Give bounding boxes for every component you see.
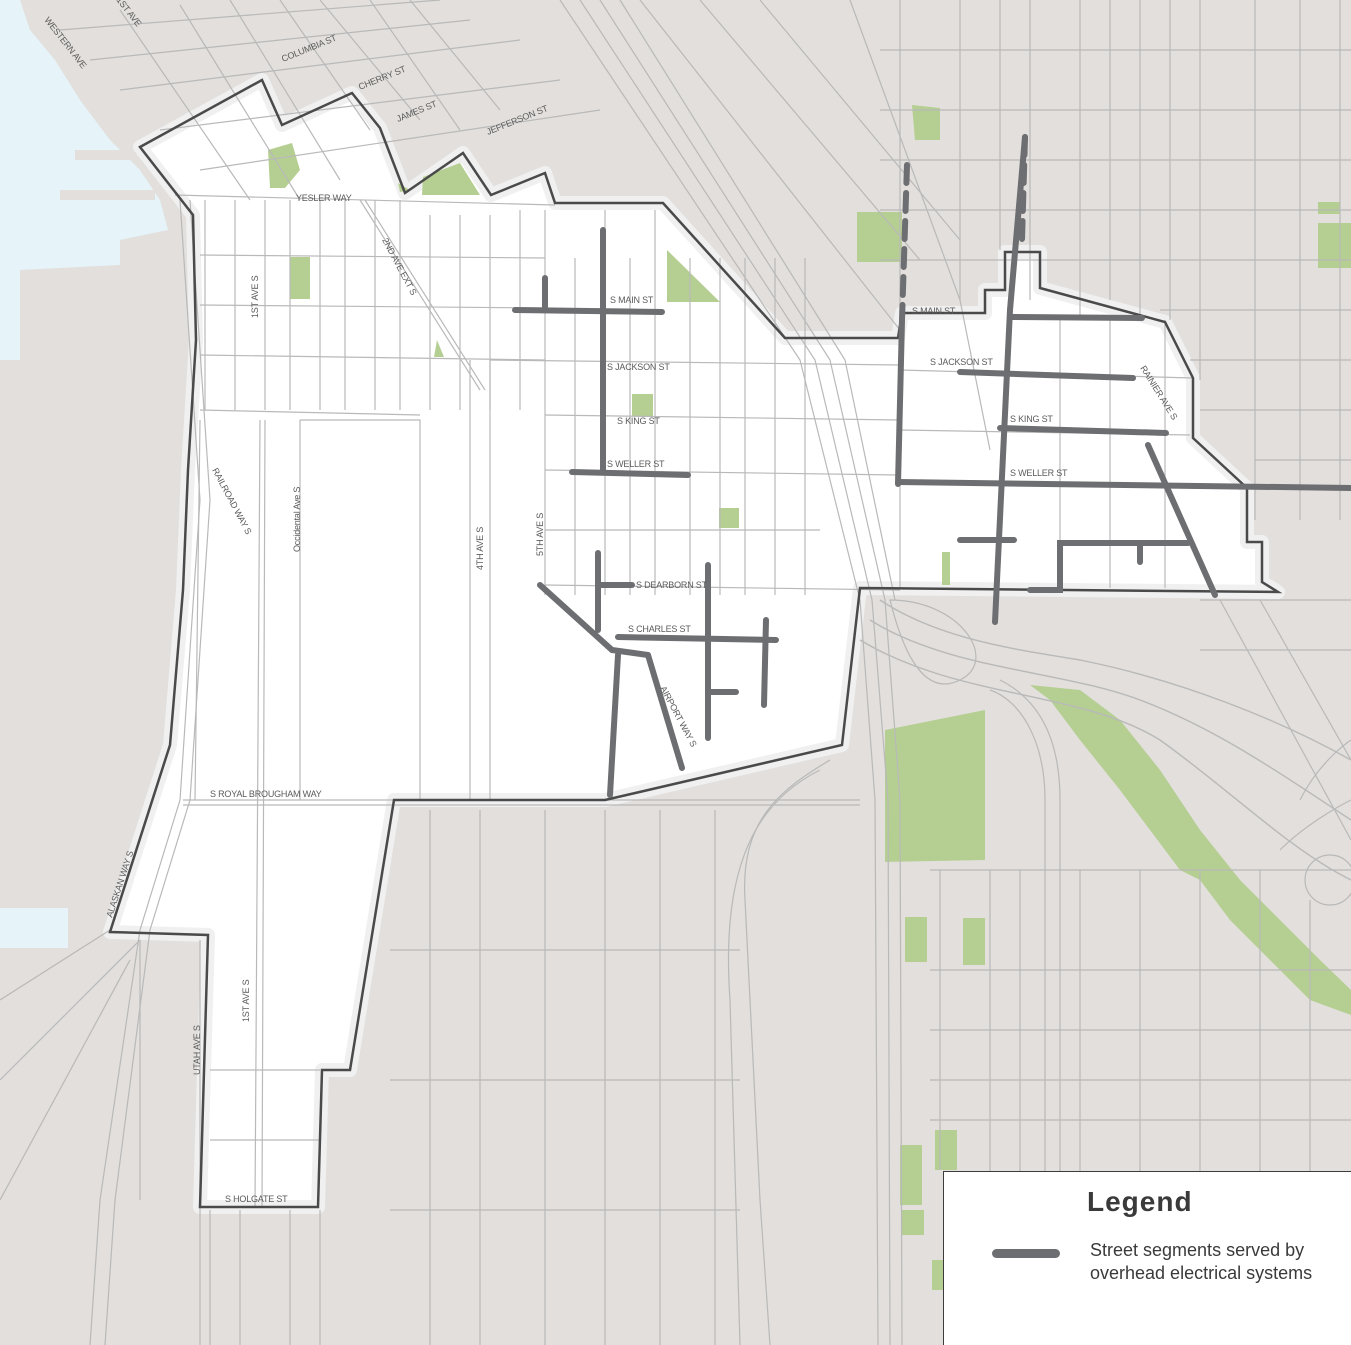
label-s-jackson-st-west: S JACKSON ST bbox=[607, 362, 670, 372]
segment-main-st-west bbox=[512, 307, 665, 315]
legend-title: Legend bbox=[1087, 1186, 1193, 1217]
district-boundary bbox=[108, 78, 1283, 1209]
segment-5th-ave-lower bbox=[607, 652, 621, 798]
parks bbox=[268, 105, 1351, 1290]
overhead-segments[interactable] bbox=[512, 134, 1351, 798]
overhead-line-swatch-icon bbox=[992, 1249, 1060, 1258]
label-s-weller-st-west: S WELLER ST bbox=[607, 459, 665, 469]
label-s-main-st-west: S MAIN ST bbox=[610, 295, 654, 305]
label-s-main-st-east: S MAIN ST bbox=[912, 306, 956, 316]
label-utah-ave-s: UTAH AVE S bbox=[192, 1025, 202, 1075]
segment-airport-way bbox=[645, 652, 685, 771]
segment-14th-ave-dashed bbox=[1019, 134, 1028, 243]
segment-main-st-east bbox=[1007, 314, 1145, 321]
label-s-royal-brougham-way: S ROYAL BROUGHAM WAY bbox=[210, 789, 322, 799]
legend-panel: Legend Street segments served by overhea… bbox=[943, 1171, 1351, 1345]
segment-8th-ave bbox=[761, 617, 769, 708]
segment-weller-st-west bbox=[569, 469, 691, 478]
label-1st-ave-s-north: 1ST AVE S bbox=[250, 275, 260, 318]
segment-jackson-st-east bbox=[957, 369, 1136, 381]
label-s-jackson-st-east: S JACKSON ST bbox=[930, 357, 993, 367]
label-s-dearborn-st: S DEARBORN ST bbox=[636, 580, 708, 590]
label-4th-ave-s: 4TH AVE S bbox=[475, 527, 485, 570]
label-s-weller-st-east: S WELLER ST bbox=[1010, 468, 1068, 478]
label-s-king-st-east: S KING ST bbox=[1010, 414, 1053, 424]
label-s-holgate-st: S HOLGATE ST bbox=[225, 1194, 288, 1204]
label-5th-ave-s: 5TH AVE S bbox=[535, 513, 545, 556]
segment-weller-st-east bbox=[895, 479, 1351, 491]
segment-airport-way-diagonal bbox=[537, 582, 651, 658]
legend-item-label: Street segments served by overhead elect… bbox=[1090, 1240, 1313, 1283]
label-yesler-way: YESLER WAY bbox=[296, 193, 352, 203]
label-s-king-st-west: S KING ST bbox=[617, 416, 660, 426]
segment-king-st-east bbox=[997, 425, 1169, 436]
segment-12th-ave bbox=[895, 317, 905, 487]
segment-dearborn-east bbox=[1027, 540, 1191, 593]
segment-12th-ave-dashed bbox=[899, 162, 910, 323]
piers bbox=[20, 150, 170, 320]
segment-14th-ave bbox=[992, 134, 1028, 625]
label-1st-ave-s-south: 1ST AVE S bbox=[241, 979, 251, 1022]
segment-charles-st bbox=[615, 634, 779, 643]
label-s-charles-st: S CHARLES ST bbox=[628, 624, 691, 634]
segment-rainier-diag bbox=[1145, 442, 1218, 598]
label-occidental-ave-s: Occidental Ave S bbox=[292, 487, 302, 552]
